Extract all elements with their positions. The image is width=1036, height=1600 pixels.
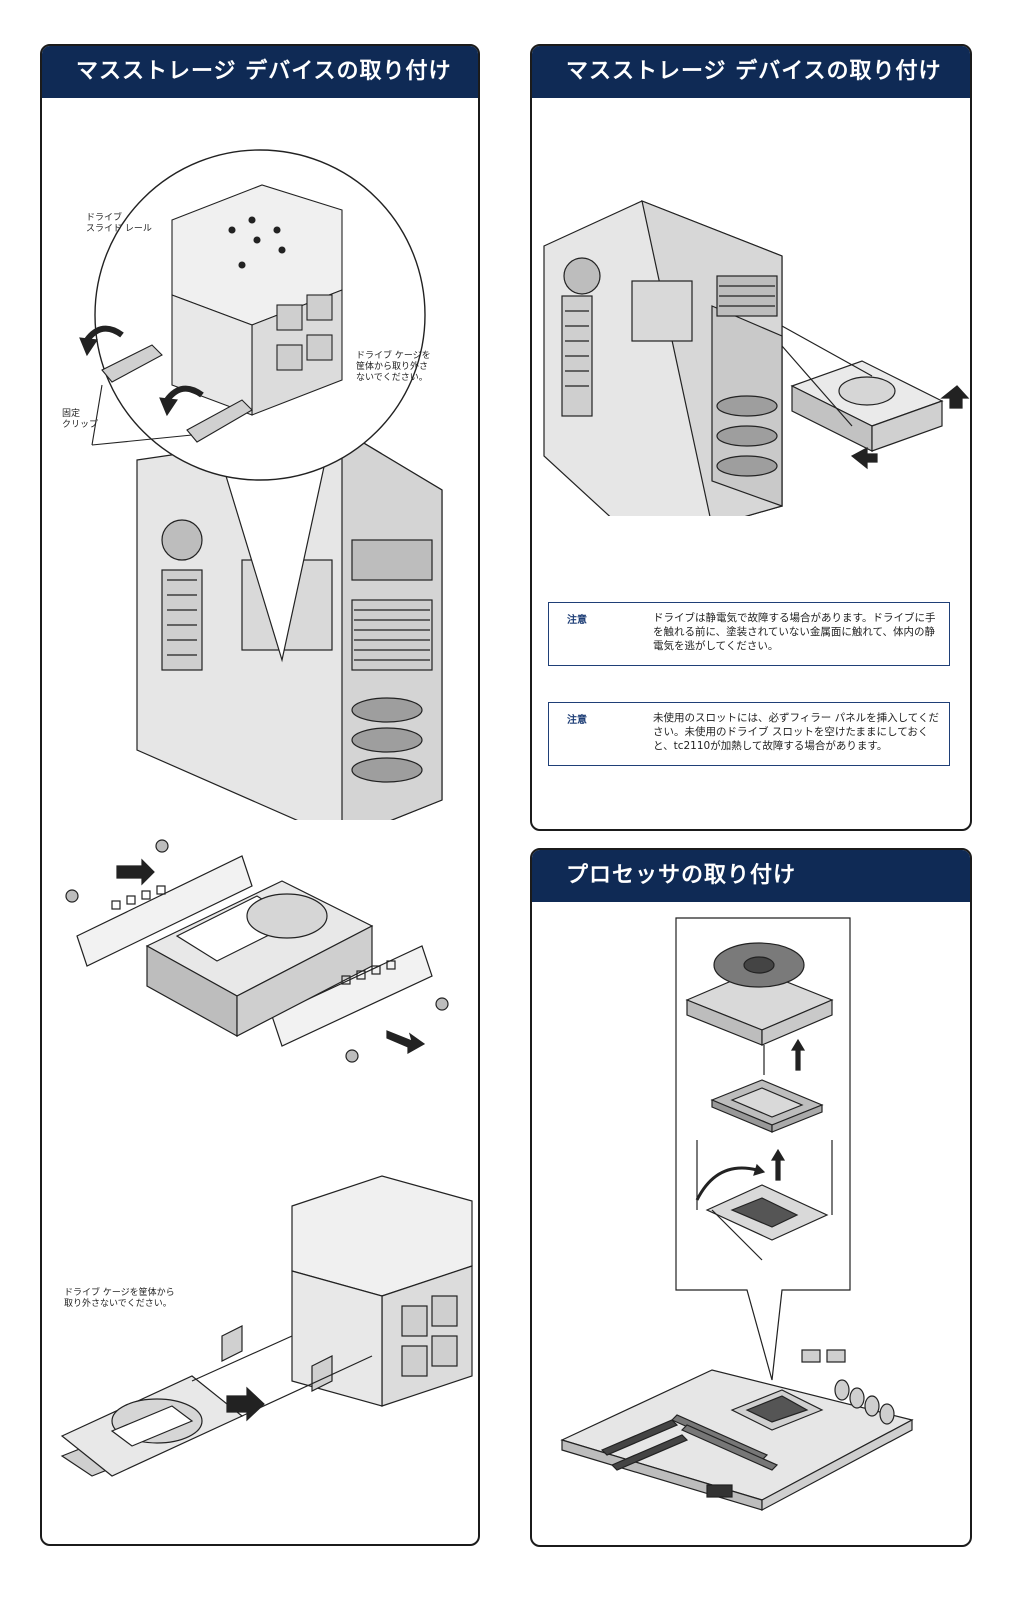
- left-panel: マスストレージ デバイスの取り付け: [40, 44, 480, 1546]
- caution-note-1: 注意 ドライブは静電気で故障する場合があります。ドライブに手を触れる前に、塗装さ…: [548, 602, 950, 666]
- right-top-panel: マスストレージ デバイスの取り付け(続き): [530, 44, 972, 831]
- caution-note-2: 注意 未使用のスロットには、必ずフィラー パネルを挿入してください。未使用のドラ…: [548, 702, 950, 766]
- drive-slide-rail-label: ドライブ スライド レール: [86, 213, 152, 234]
- caution-note-1-title: 注意: [567, 615, 587, 626]
- left-panel-title: マスストレージ デバイスの取り付け: [42, 46, 478, 98]
- tower-drive-install-illustration: [543, 200, 970, 516]
- right-top-panel-title: マスストレージ デバイスの取り付け(続き): [532, 46, 970, 136]
- right-bottom-panel: プロセッサの取り付け: [530, 848, 972, 1547]
- processor-install-illustration: [560, 917, 914, 1511]
- fixing-clip-label: 固定 クリップ: [62, 409, 99, 430]
- do-not-remove-cage-label: ドライブ ケージを 筐体から取り外さ ないでください。: [356, 351, 431, 383]
- drive-insert-illustration: [60, 1175, 473, 1477]
- drive-cage-zoom-illustration: [79, 149, 443, 820]
- caution-note-2-text: 未使用のスロットには、必ずフィラー パネルを挿入してください。未使用のドライブ …: [653, 712, 939, 752]
- drive-rail-assembly-illustration: [65, 839, 449, 1063]
- caution-note-1-text: ドライブは静電気で故障する場合があります。ドライブに手を触れる前に、塗装されてい…: [653, 612, 936, 652]
- caution-note-2-title: 注意: [567, 715, 587, 726]
- do-not-remove-cage-label-2: ドライブ ケージを筐体から 取り外さないでください。: [64, 1288, 175, 1309]
- right-bottom-panel-title: プロセッサの取り付け: [532, 850, 970, 902]
